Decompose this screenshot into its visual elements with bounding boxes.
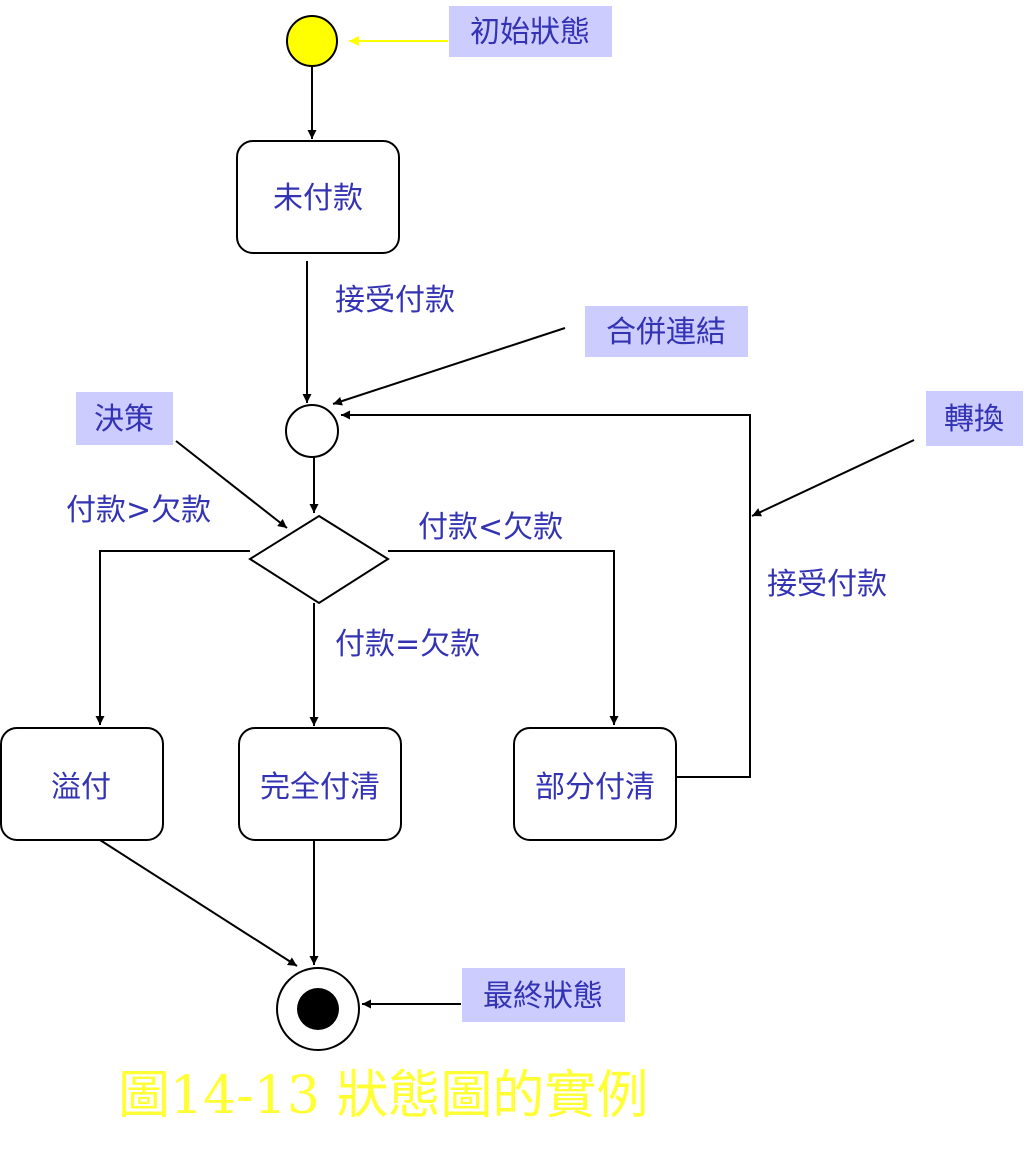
final-state-inner [297,988,339,1030]
edge-label-accept-payment-loop: 接受付款 [767,567,887,602]
decision-node [248,514,390,605]
state-fully-paid [238,727,402,841]
transition-tag-background [926,391,1023,446]
edge-decision-to-partially-paid [388,550,619,725]
decision-tag-pointer [175,440,288,529]
edge-partially-paid-to-merge [341,410,751,778]
initial-state-node [286,15,338,67]
final-tag-background [462,968,625,1022]
guard-less: 付款<欠款 [418,510,563,545]
guard-greater: 付款>欠款 [66,493,211,528]
merge-tag-pointer [332,327,566,406]
edge-overpaid-to-final [99,839,298,967]
guard-equal: 付款=欠款 [335,627,480,662]
edge-label-accept-payment: 接受付款 [335,283,455,318]
edge-decision-to-overpaid [95,550,250,725]
transition-tag-pointer [751,439,915,517]
initial-tag: 初始狀態 [470,15,590,50]
transition-tag: 轉換 [944,402,1004,437]
state-partially-paid [513,727,677,841]
state-overpaid [0,727,164,841]
state-unpaid [236,140,400,254]
state-fully-paid-label: 完全付清 [260,770,380,805]
figure-caption: 圖14-13 狀態圖的實例 [118,1066,648,1126]
state-overpaid-label: 溢付 [51,770,111,805]
initial-tag-background [449,6,612,57]
merge-tag-background [585,306,748,357]
merge-node [285,404,339,458]
state-unpaid-label: 未付款 [273,181,363,216]
final-tag: 最終狀態 [483,979,603,1014]
decision-tag-background [76,392,173,445]
state-partially-paid-label: 部分付清 [535,770,655,805]
merge-tag: 合併連結 [606,315,726,350]
decision-tag: 決策 [94,402,154,437]
